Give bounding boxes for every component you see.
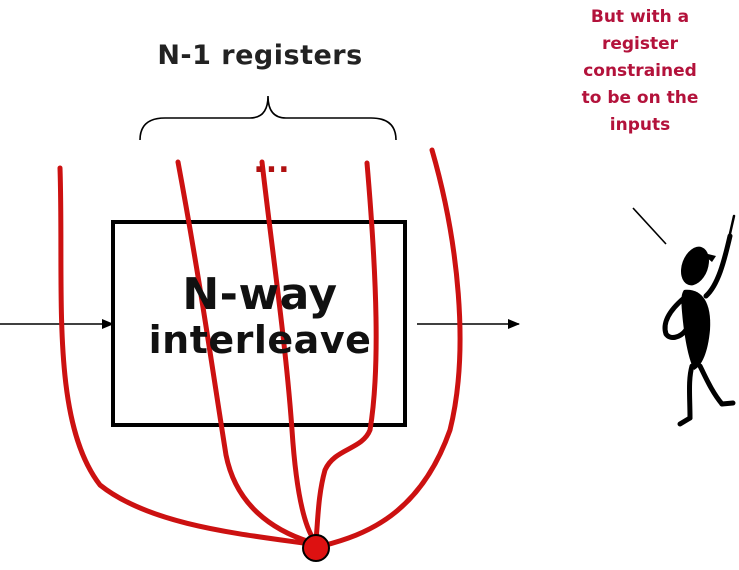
wire-5	[259, 159, 317, 543]
callout-line-4: to be on the	[581, 88, 699, 108]
box-label-line-2: interleave	[148, 318, 372, 363]
box-label-line-1: N-way	[182, 269, 338, 320]
callout-line-1: But with a	[590, 7, 690, 27]
wire-1	[57, 165, 313, 547]
interleave-box-label: N-way interleave	[110, 270, 410, 362]
registers-ellipsis: ...	[253, 145, 291, 180]
register-dot	[302, 534, 330, 562]
wire-2	[175, 159, 313, 545]
registers-label: N-1 registers	[157, 40, 363, 71]
registers-brace	[139, 95, 397, 141]
callout-line-2: register	[601, 34, 679, 54]
callout-pointer	[632, 207, 667, 245]
pointing-stick-figure-icon	[662, 214, 736, 427]
callout-line-3: constrained	[583, 61, 697, 81]
wire-4	[319, 147, 463, 549]
callout-line-5: inputs	[609, 115, 671, 135]
wire-3	[313, 160, 379, 543]
callout-text: But with a register constrained to be on…	[545, 4, 735, 139]
